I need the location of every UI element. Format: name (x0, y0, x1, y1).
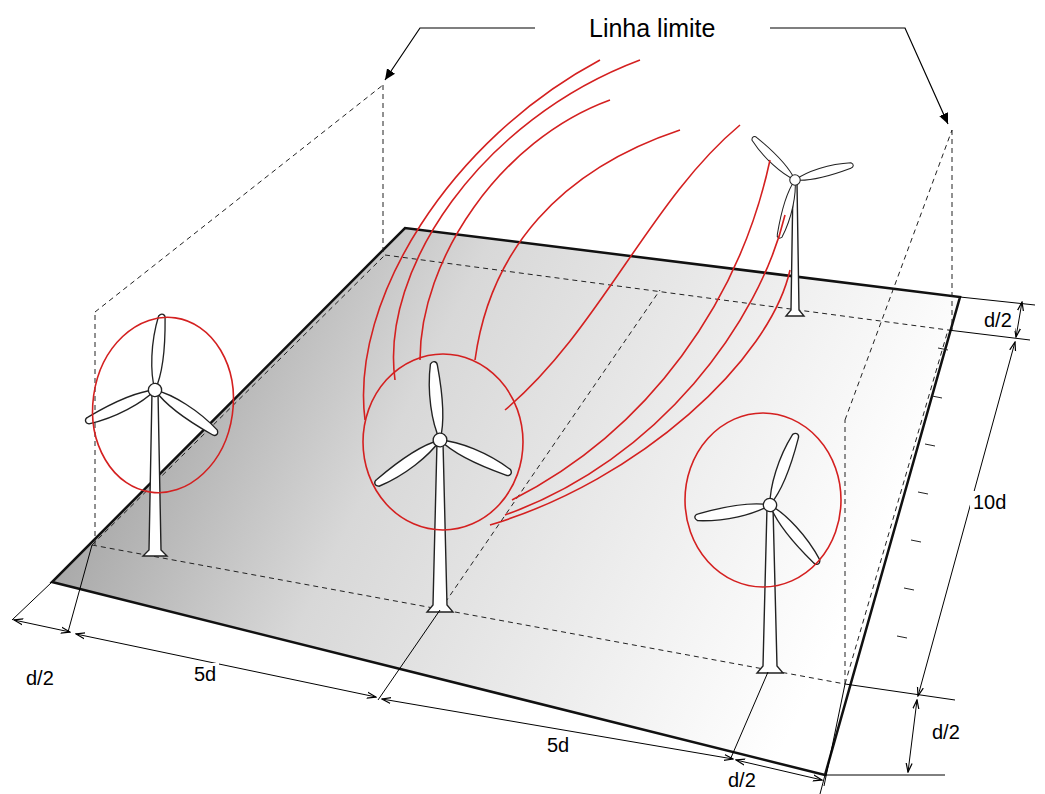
dimension-label: d/2 (981, 309, 1015, 331)
dimension-label: 10d (970, 491, 1009, 513)
dimension-label: d/2 (23, 667, 57, 689)
dimension-label: d/2 (929, 721, 963, 743)
limit-line-label: Linha limite (581, 15, 723, 43)
dimension-label: d/2 (725, 769, 759, 791)
dimension-label: 5d (191, 663, 219, 685)
dimension-label: 5d (544, 734, 572, 756)
